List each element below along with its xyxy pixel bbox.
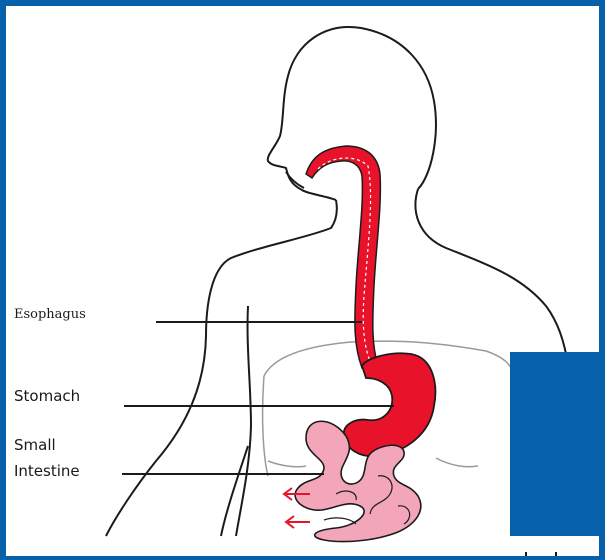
- waist-line-right: [436, 458, 478, 467]
- torso-side-left: [263, 376, 268, 476]
- arrow-lower: [286, 516, 310, 528]
- stomach-shape: [344, 353, 436, 456]
- body-outline: [268, 27, 436, 200]
- label-small-intestine-line2: Intestine: [14, 464, 80, 479]
- label-small-intestine-line1: Small: [14, 438, 56, 453]
- blue-overlay-box: [510, 352, 605, 536]
- left-arm-line: [236, 306, 251, 536]
- neck-back: [415, 189, 568, 366]
- label-stomach: Stomach: [14, 389, 80, 404]
- label-esophagus: Esophagus: [14, 308, 86, 321]
- waist-line-left: [268, 461, 306, 467]
